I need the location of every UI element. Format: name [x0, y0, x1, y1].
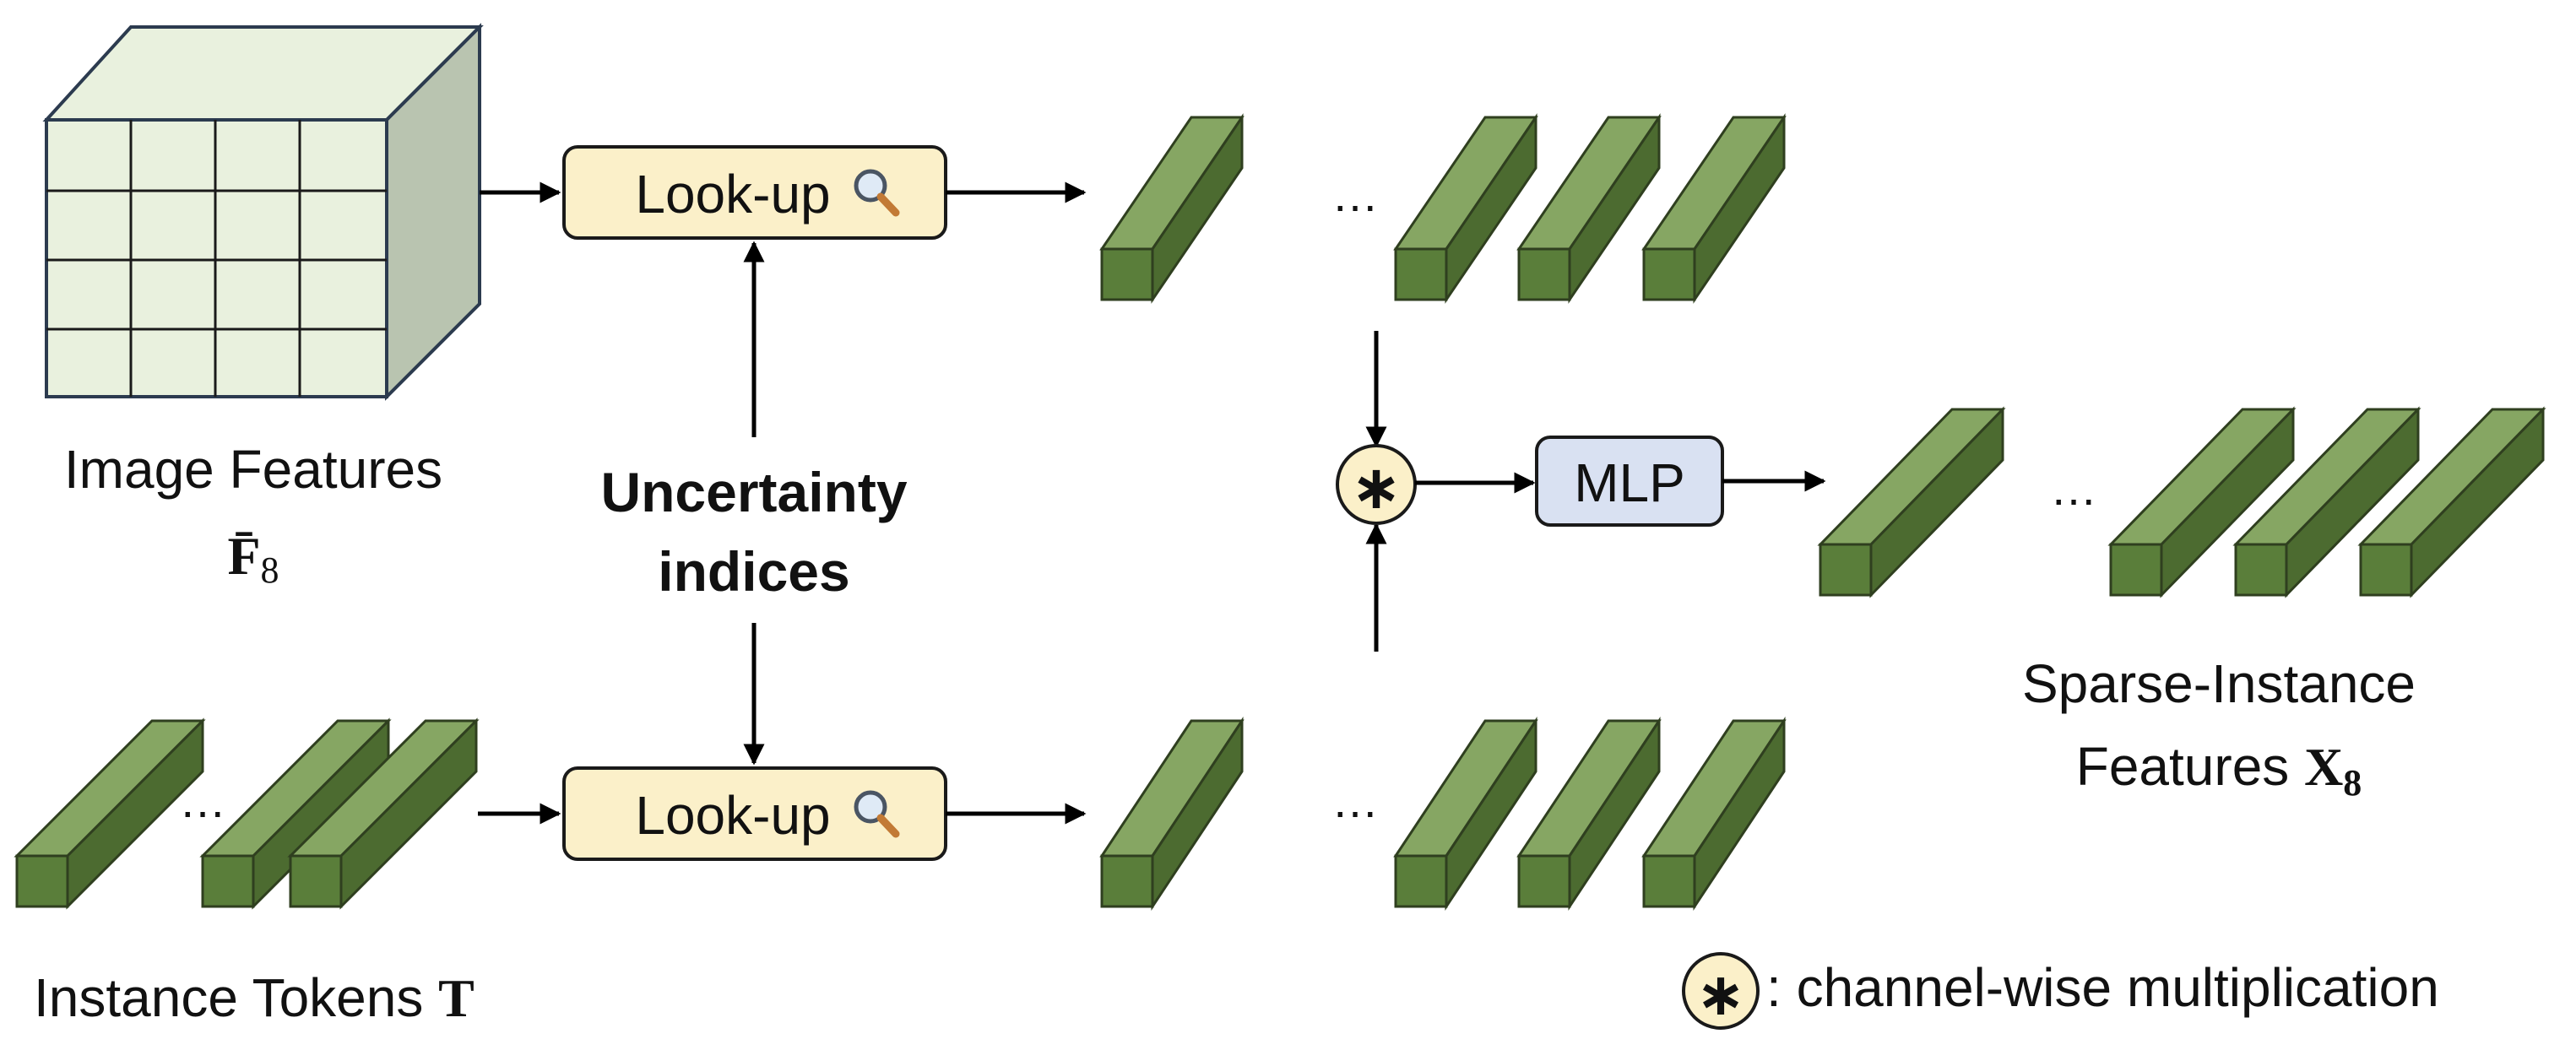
cuboid: [1817, 406, 2006, 598]
cuboid: [1641, 717, 1787, 911]
lookup-top-box: Look-up: [562, 145, 947, 240]
image-features-cube: [42, 23, 484, 401]
cuboid: [1099, 113, 1245, 304]
image-features-symbol: F̄8: [227, 526, 279, 591]
legend: ∗ : channel-wise multiplication: [1682, 952, 2439, 1030]
cube-grid-lines: [46, 120, 387, 397]
output-row-ellipsis: …: [2050, 462, 2097, 515]
instance-tokens-ellipsis: …: [179, 774, 226, 827]
lookup-bottom-label: Look-up: [635, 785, 830, 846]
legend-symbol: ∗: [1696, 961, 1746, 1027]
sparse-features-line1: Sparse-Instance: [2022, 653, 2416, 714]
multiply-symbol: ∗: [1351, 454, 1402, 522]
mlp-box: MLP: [1535, 436, 1724, 527]
cuboid: [1393, 113, 1538, 304]
multiply-node: ∗: [1336, 444, 1417, 525]
cuboid: [1641, 113, 1787, 304]
cuboid: [1099, 717, 1245, 911]
cuboid: [1516, 113, 1662, 304]
bottom-row-features: …: [1099, 717, 1787, 911]
cuboid: [2107, 406, 2297, 598]
uncertainty-label-line1: Uncertainty: [600, 461, 907, 523]
output-row-features: …: [1817, 406, 2546, 598]
instance-tokens-row: …: [14, 717, 480, 910]
legend-text: : channel-wise multiplication: [1766, 957, 2439, 1018]
top-row-ellipsis: …: [1331, 168, 1379, 221]
magnifier-icon: [854, 790, 900, 838]
cuboid: [1393, 717, 1538, 911]
top-row-features: …: [1099, 113, 1787, 304]
mlp-label: MLP: [1574, 452, 1685, 513]
image-features-label: Image Features: [64, 439, 442, 500]
cuboid: [287, 717, 480, 910]
sparse-features-line2: Features X8: [2076, 736, 2362, 804]
legend-multiply-node: [1682, 952, 1760, 1030]
lookup-bottom-box: Look-up: [562, 766, 947, 861]
lookup-top-label: Look-up: [635, 164, 830, 225]
uncertainty-label-line2: indices: [658, 540, 849, 603]
cuboid: [14, 717, 206, 910]
instance-tokens-label: Instance Tokens T: [34, 967, 475, 1028]
magnifier-icon: [854, 169, 900, 217]
cuboid: [1516, 717, 1662, 911]
bottom-row-ellipsis: …: [1331, 774, 1379, 827]
cuboid: [199, 717, 392, 910]
cuboid: [2232, 406, 2421, 598]
cuboid: [2357, 406, 2546, 598]
